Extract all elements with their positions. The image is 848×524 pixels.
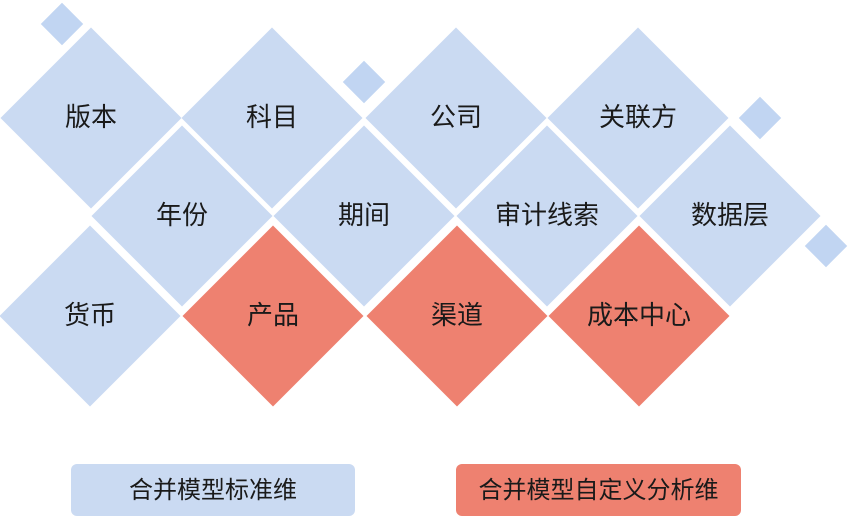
- diamond-label: 数据层: [690, 201, 769, 231]
- diamond-label: 渠道: [430, 301, 483, 331]
- diamond-label: 审计线索: [494, 201, 599, 231]
- diamond-label: 公司: [429, 103, 482, 133]
- diamond-label: 年份: [155, 201, 208, 231]
- decorative-diamond: [804, 224, 848, 268]
- legend-custom: 合并模型自定义分析维: [456, 464, 741, 516]
- diamond-label: 期间: [337, 201, 390, 231]
- diamond-label: 关联方: [598, 103, 677, 133]
- legend-standard: 合并模型标准维: [71, 464, 355, 516]
- diamond-label: 科目: [245, 103, 298, 133]
- diamond-label: 成本中心: [586, 301, 691, 331]
- decorative-diamond: [40, 2, 84, 46]
- diamond-label: 版本: [64, 103, 117, 133]
- diamond-label: 货币: [63, 301, 116, 331]
- diamond-label: 产品: [246, 301, 299, 331]
- decorative-diamond: [738, 96, 782, 140]
- decorative-diamond: [342, 60, 386, 104]
